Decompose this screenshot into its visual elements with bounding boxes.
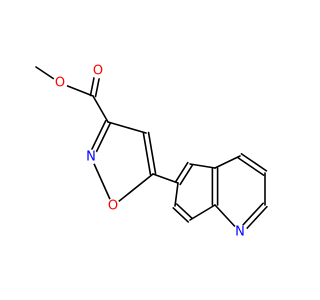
atoms-layer: O O N O N	[52, 63, 248, 240]
bond-q7-q6	[174, 182, 179, 207]
bond-q4-q3-b	[240, 153, 268, 172]
bond-q4-q3-a	[237, 157, 265, 176]
bond-q6-q5-a	[179, 164, 193, 186]
molecule-structure: O O N O N	[35, 63, 268, 240]
svg-text:N: N	[235, 225, 245, 240]
bond-q6-q5-b	[175, 161, 189, 183]
bond-q8-q7-a	[175, 203, 193, 219]
bond-q8-q7-b	[172, 207, 190, 223]
svg-text:O: O	[108, 199, 118, 214]
atom-ether-oxygen: O	[52, 75, 68, 91]
bond-q4a-q4	[214, 155, 241, 169]
bond-c4-c5-a	[142, 132, 152, 176]
bonds-layer	[35, 66, 268, 235]
bond-q8a-q8	[189, 204, 216, 221]
atom-isoxazole-oxygen: O	[105, 198, 121, 214]
bond-c-ester-c3	[92, 95, 109, 123]
svg-text:N: N	[86, 150, 96, 165]
bond-c3-c4	[107, 121, 147, 134]
bond-c4-c5-b	[147, 131, 157, 175]
bond-q5-q4a	[189, 163, 216, 169]
svg-text:O: O	[93, 64, 103, 79]
bond-c5-q6	[152, 173, 179, 184]
svg-text:O: O	[55, 76, 65, 91]
atom-isoxazole-nitrogen: N	[83, 149, 99, 165]
bond-c5-o-isoxazole	[112, 173, 154, 207]
atom-carbonyl-oxygen: O	[90, 63, 106, 79]
bond-o-isoxazole-n-isoxazole	[90, 156, 114, 207]
atom-quinoline-nitrogen: N	[232, 224, 248, 240]
